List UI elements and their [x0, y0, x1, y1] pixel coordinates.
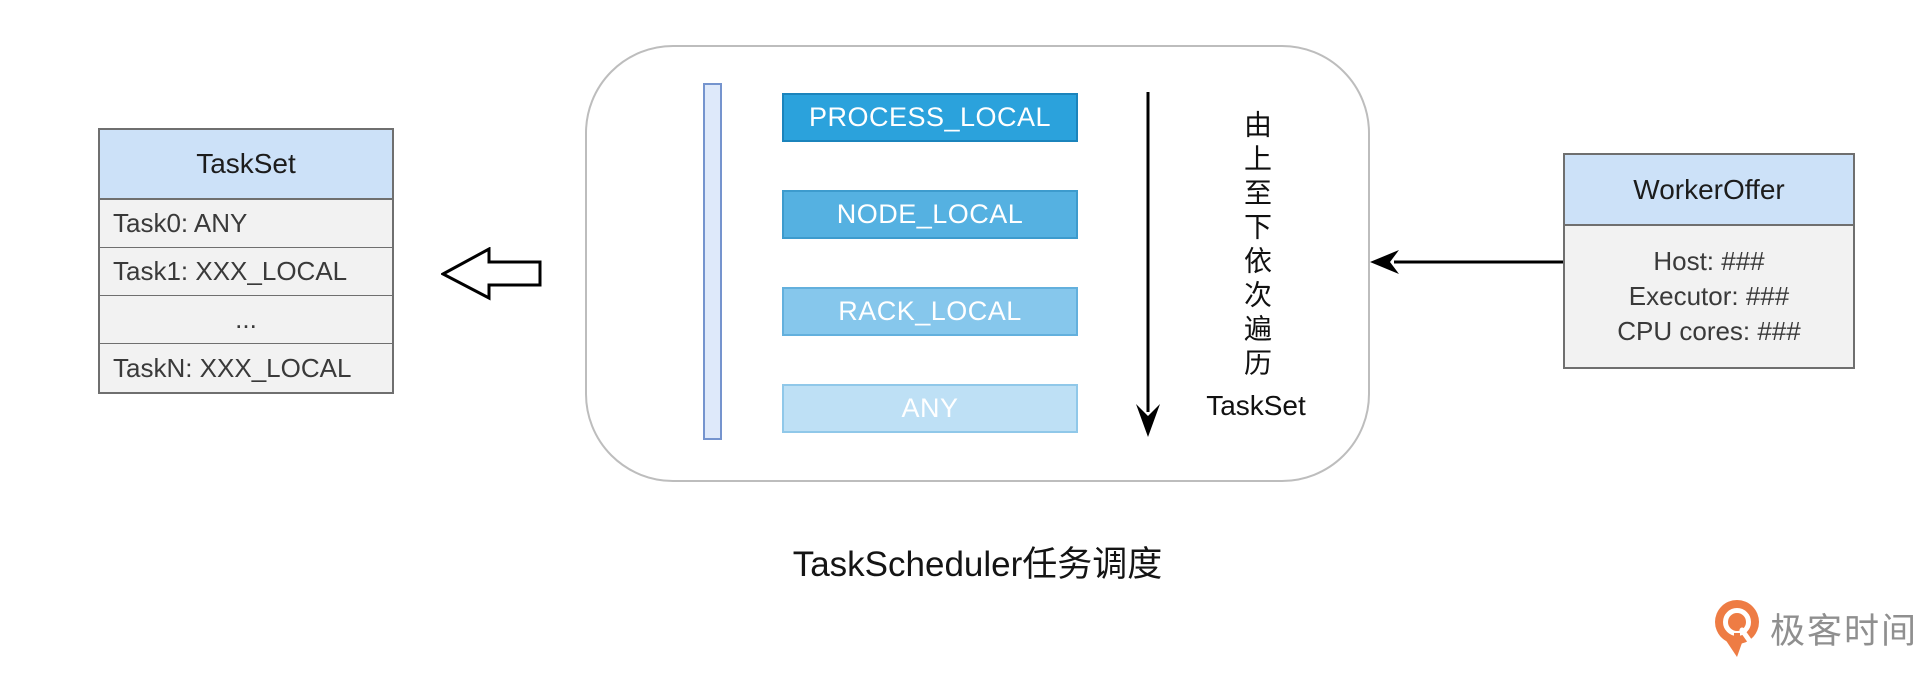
taskset-table: TaskSet Task0: ANY Task1: XXX_LOCAL ... …	[98, 128, 394, 394]
taskset-row-task1: Task1: XXX_LOCAL	[100, 248, 392, 296]
hollow-left-arrow	[441, 247, 542, 301]
taskset-row-task0: Task0: ANY	[100, 200, 392, 248]
traverse-note-taskset: TaskSet	[1206, 390, 1306, 421]
workeroffer-arrow	[1370, 250, 1566, 274]
taskset-header: TaskSet	[100, 130, 392, 200]
level-bar-node-local: NODE_LOCAL	[782, 190, 1078, 239]
traverse-note-chinese: 由上至下依次遍历	[1241, 110, 1272, 382]
workeroffer-host: Host: ###	[1653, 246, 1765, 276]
level-bar-process-local: PROCESS_LOCAL	[782, 93, 1078, 142]
traverse-note: 由上至下依次遍历 TaskSet	[1200, 110, 1312, 422]
workeroffer-body: Host: ### Executor: ### CPU cores: ###	[1565, 226, 1853, 367]
taskset-row-taskn: TaskN: XXX_LOCAL	[100, 344, 392, 392]
workeroffer-cpu-cores: CPU cores: ###	[1617, 316, 1801, 346]
workeroffer-executor: Executor: ###	[1628, 281, 1790, 311]
workeroffer-header: WorkerOffer	[1565, 155, 1853, 226]
level-bar-rack-local: RACK_LOCAL	[782, 287, 1078, 336]
diagram-caption: TaskScheduler任务调度	[792, 545, 1163, 584]
level-bar-any: ANY	[782, 384, 1078, 433]
queue-strip	[703, 83, 722, 440]
down-arrow	[1136, 92, 1160, 437]
geektime-logo-icon	[1715, 600, 1759, 657]
geektime-logo: 极客时间	[1712, 598, 1918, 658]
taskset-row-ellipsis: ...	[100, 296, 392, 344]
geektime-logo-text: 极客时间	[1770, 611, 1919, 651]
workeroffer-table: WorkerOffer Host: ### Executor: ### CPU …	[1563, 153, 1855, 369]
